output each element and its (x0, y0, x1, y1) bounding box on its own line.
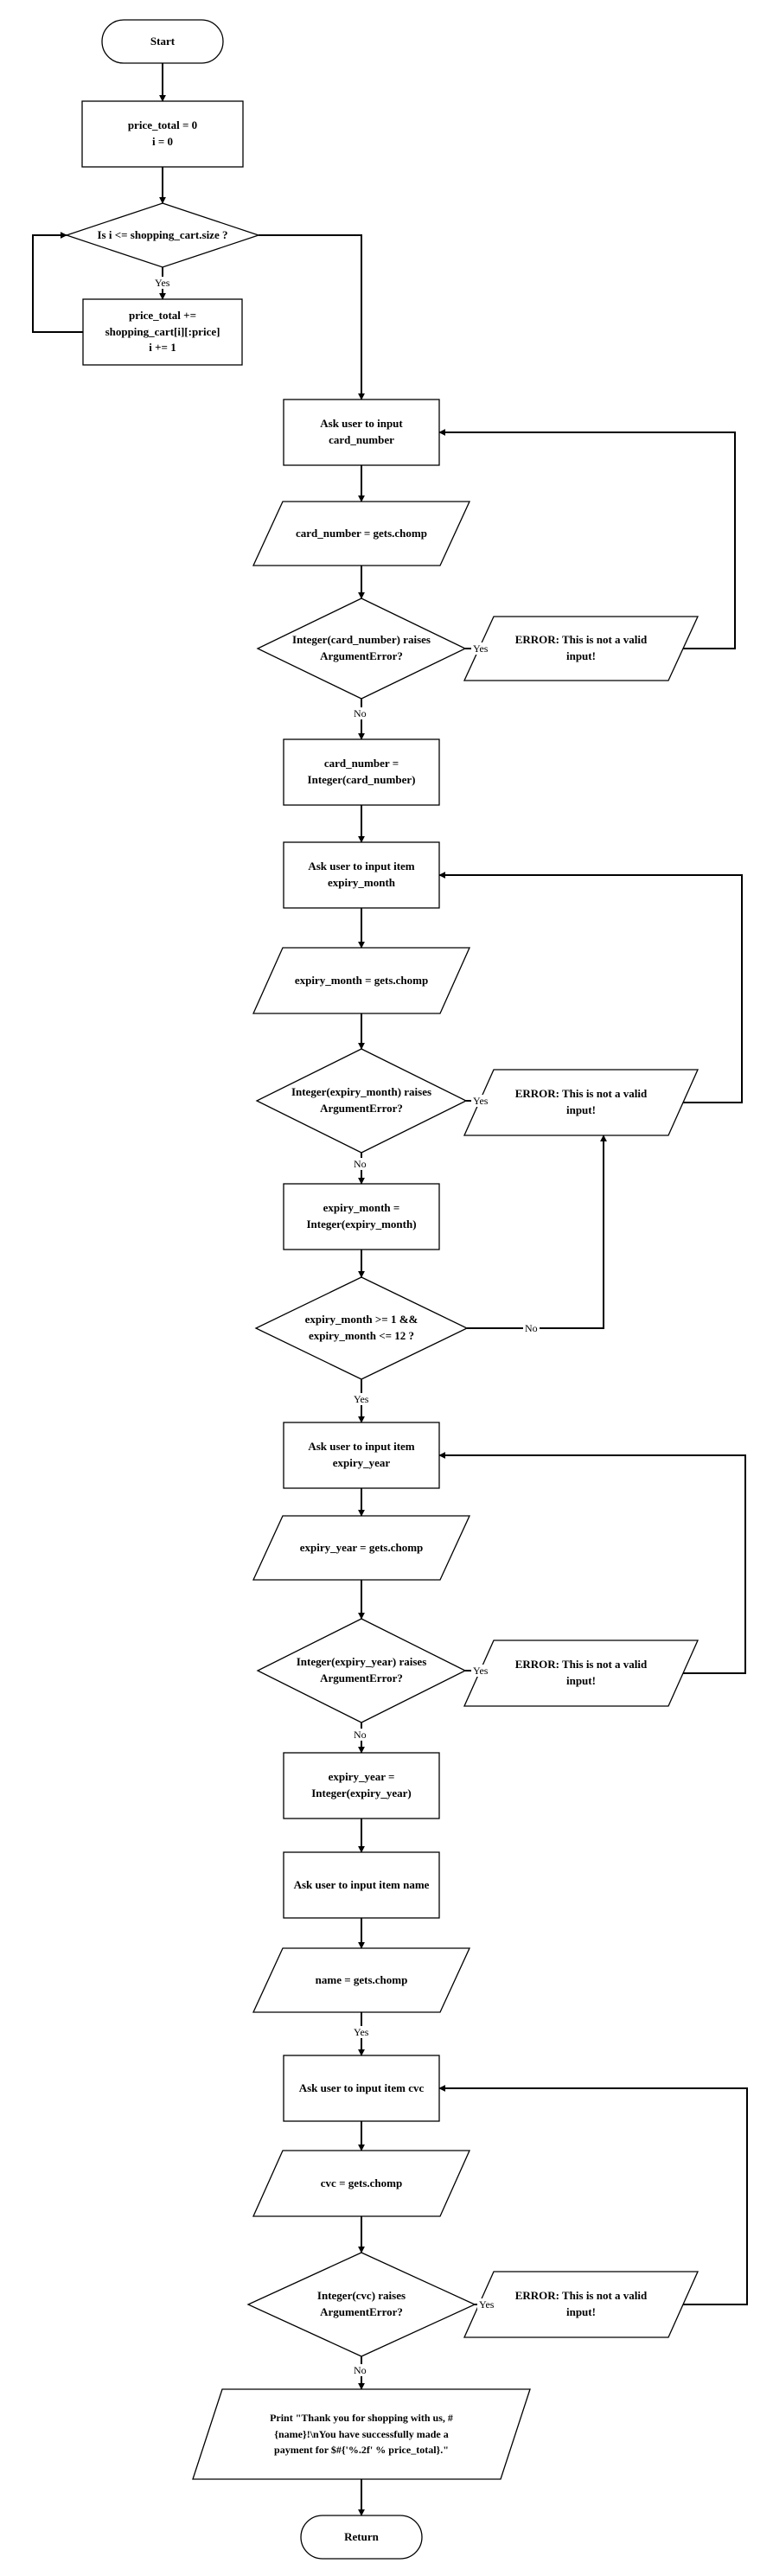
node-label-err-cvc: ERROR: This is not a valid input! (514, 2289, 648, 2318)
edge-erryear-askyear (438, 1452, 746, 1674)
node-label-get-year: expiry_year = gets.chomp (299, 1540, 424, 1554)
node-label-conv-card: card_number = Integer(card_number) (307, 757, 416, 786)
edge-label-yes-cond-body: Yes (153, 277, 172, 289)
node-shape-get-month (252, 947, 471, 1014)
node-shape-check-month (255, 1048, 468, 1154)
edge-errcvc-askcvc (438, 2085, 748, 2305)
edge-label-yes-check-errcvc: Yes (477, 2298, 496, 2311)
node-label-conv-month: expiry_month = Integer(expiry_month) (306, 1201, 417, 1230)
edge-errcard-askcard (438, 429, 736, 649)
node-shape-start (101, 19, 224, 64)
node-label-get-month: expiry_month = gets.chomp (294, 973, 429, 987)
node-shape-check-card (256, 598, 467, 700)
node-shape-conv-card (283, 738, 440, 806)
node-shape-ask-cvc (283, 2055, 440, 2122)
node-label-init: price_total = 0 i = 0 (127, 118, 198, 148)
node-label-loop-cond: Is i <= shopping_cart.size ? (97, 227, 228, 241)
edge-label-no-check-convmonth: No (352, 1158, 368, 1170)
node-label-get-name: name = gets.chomp (315, 1972, 408, 1986)
node-shape-check-year (256, 1618, 467, 1723)
edge-label-yes-getname-askcvc: Yes (352, 2026, 371, 2038)
node-shape-get-name (252, 1947, 471, 2013)
edge-label-no-check-print: No (352, 2364, 368, 2376)
node-label-check-cvc: Integer(cvc) raises ArgumentError? (316, 2289, 406, 2318)
node-label-err-year: ERROR: This is not a valid input! (514, 1658, 648, 1687)
node-shape-err-cvc (463, 2271, 700, 2338)
node-label-err-month: ERROR: This is not a valid input! (514, 1087, 648, 1116)
node-shape-init (81, 100, 244, 168)
node-label-print-msg: Print "Thank you for shopping with us, #… (270, 2412, 453, 2457)
edge-label-yes-range-askyear: Yes (352, 1393, 371, 1405)
edge-label-yes-check-errcard: Yes (471, 642, 490, 655)
node-label-check-card: Integer(card_number) raises ArgumentErro… (292, 633, 431, 662)
node-shape-loop-body (82, 298, 243, 366)
node-label-ask-card: Ask user to input card_number (320, 417, 403, 446)
node-label-check-year: Integer(expiry_year) raises ArgumentErro… (296, 1655, 427, 1684)
node-shape-get-year (252, 1515, 471, 1581)
edge-errmonth-askmonth (438, 872, 743, 1103)
node-label-ask-month: Ask user to input item expiry_month (308, 860, 415, 889)
node-label-check-month: Integer(expiry_month) raises ArgumentErr… (291, 1085, 432, 1115)
node-shape-check-cvc (246, 2252, 476, 2357)
node-shape-return (300, 2515, 423, 2560)
node-shape-ask-name (283, 1851, 440, 1919)
node-shape-conv-year (283, 1752, 440, 1819)
node-label-get-card: card_number = gets.chomp (296, 526, 427, 540)
node-shape-conv-month (283, 1183, 440, 1250)
node-label-err-card: ERROR: This is not a valid input! (514, 633, 648, 662)
node-shape-ask-year (283, 1422, 440, 1489)
node-shape-range-month (254, 1276, 469, 1380)
node-label-conv-year: expiry_year = Integer(expiry_year) (311, 1770, 412, 1799)
node-label-return: Return (344, 2529, 379, 2543)
edge-label-yes-check-errmonth: Yes (471, 1095, 490, 1107)
node-label-range-month: expiry_month >= 1 && expiry_month <= 12 … (304, 1313, 418, 1342)
node-shape-err-year (463, 1640, 700, 1707)
node-label-loop-body: price_total += shopping_cart[i][:price] … (105, 308, 220, 355)
node-shape-err-card (463, 616, 700, 681)
node-label-start: Start (150, 34, 176, 48)
node-shape-print-msg (192, 2388, 531, 2480)
edge-label-no-range-errmonth: No (523, 1322, 540, 1334)
node-shape-ask-month (283, 841, 440, 909)
edge-range-errmonth (467, 1135, 607, 1329)
node-shape-get-cvc (252, 2150, 471, 2217)
node-shape-err-month (463, 1069, 700, 1136)
node-label-get-cvc: cvc = gets.chomp (320, 2176, 403, 2189)
edge-label-no-check-convcard: No (352, 707, 368, 719)
edge-label-no-check-convyear: No (352, 1729, 368, 1741)
node-label-ask-cvc: Ask user to input item cvc (298, 2081, 425, 2094)
edge-label-yes-check-erryear: Yes (471, 1665, 490, 1677)
edge-cond-askcard (259, 234, 365, 400)
node-label-ask-name: Ask user to input item name (293, 1877, 430, 1891)
node-shape-ask-card (283, 399, 440, 466)
node-shape-get-card (252, 501, 471, 566)
node-shape-loop-cond (64, 202, 261, 268)
node-label-ask-year: Ask user to input item expiry_year (308, 1440, 415, 1469)
edge-body-loop (32, 232, 83, 333)
